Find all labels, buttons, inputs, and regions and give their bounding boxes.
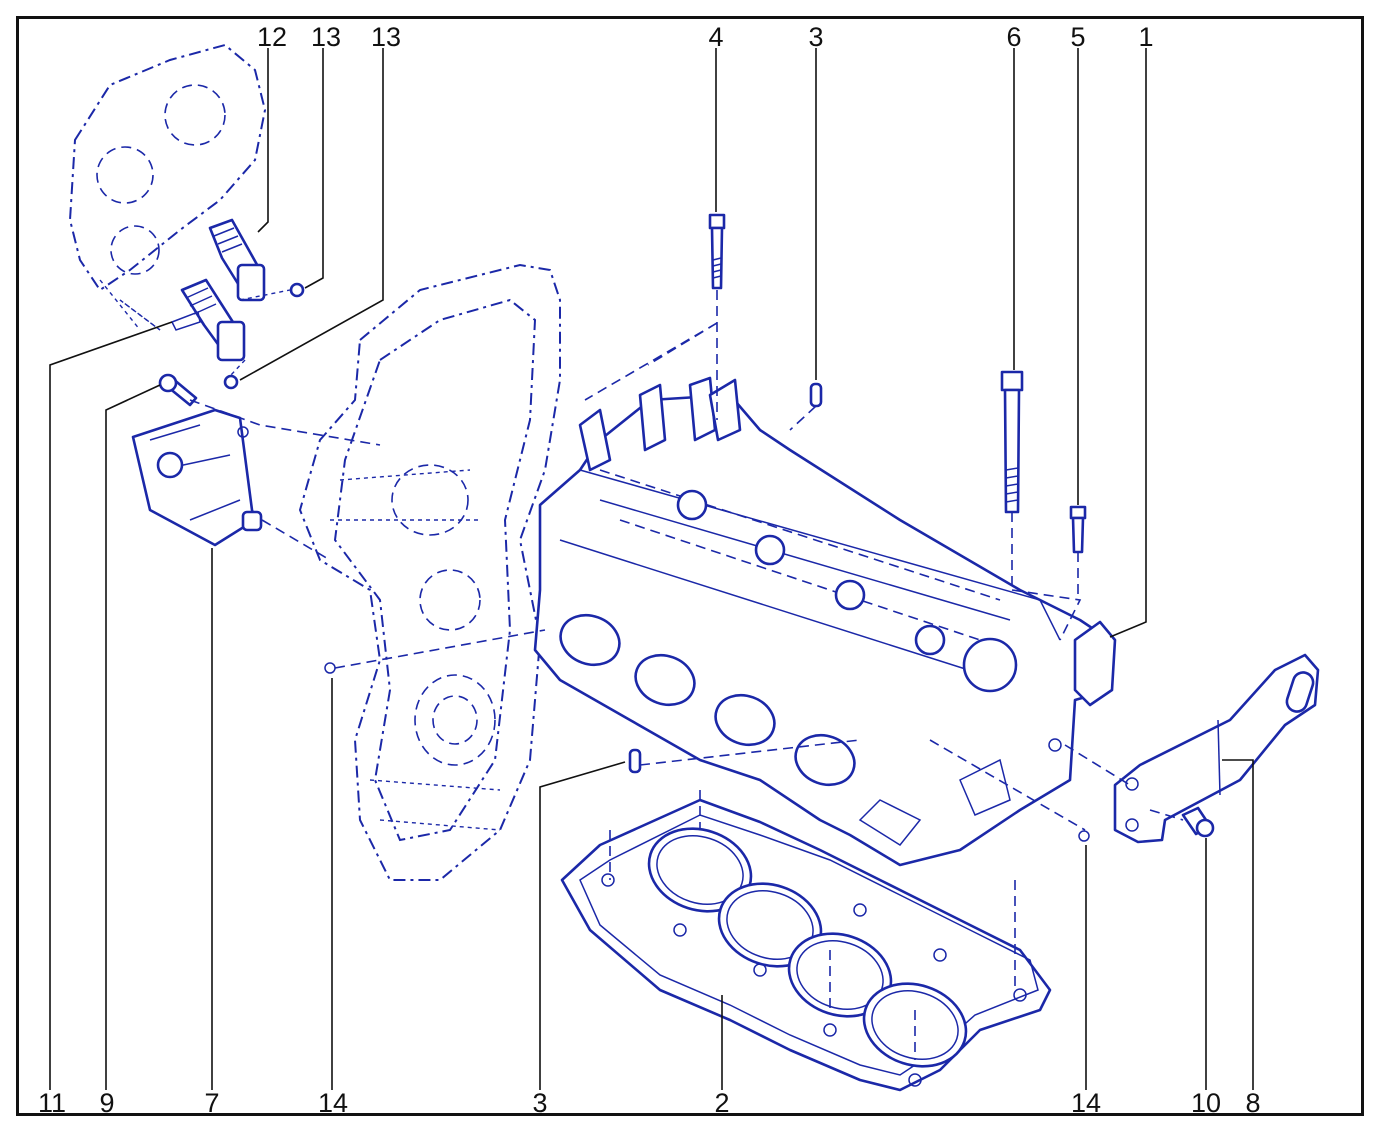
callout-3-bottom: 3 xyxy=(532,1088,547,1118)
cylinder-head xyxy=(533,376,1117,867)
callout-4: 4 xyxy=(708,22,723,52)
callout-14-right: 14 xyxy=(1071,1088,1101,1118)
callout-11: 11 xyxy=(38,1088,66,1118)
callout-12: 12 xyxy=(257,22,287,52)
callout-13-a: 13 xyxy=(311,22,341,52)
diagram-frame xyxy=(16,16,1364,1116)
callout-1: 1 xyxy=(1138,22,1153,52)
engine-bracket xyxy=(131,373,263,547)
callout-labels-bottom: 11 9 7 14 3 2 14 10 8 xyxy=(38,1088,1261,1118)
assembly-guide-lines xyxy=(119,289,1184,1060)
callout-5: 5 xyxy=(1070,22,1085,52)
head-gasket xyxy=(560,798,1052,1092)
callout-labels-top: 12 13 13 4 3 6 5 1 xyxy=(257,22,1154,52)
lifting-bracket xyxy=(1113,653,1320,844)
timing-cover xyxy=(298,263,561,881)
leader-lines xyxy=(49,48,1254,1090)
callout-7: 7 xyxy=(204,1088,219,1118)
callout-9: 9 xyxy=(99,1088,114,1118)
callout-2: 2 xyxy=(714,1088,729,1118)
camshaft-solenoid-valves xyxy=(170,218,305,390)
callout-6: 6 xyxy=(1006,22,1021,52)
camshaft-housing xyxy=(68,43,267,331)
callout-10: 10 xyxy=(1191,1088,1221,1118)
callout-13-b: 13 xyxy=(371,22,401,52)
callout-8: 8 xyxy=(1245,1088,1260,1118)
callout-14-left: 14 xyxy=(318,1088,348,1118)
callout-3-top: 3 xyxy=(808,22,823,52)
